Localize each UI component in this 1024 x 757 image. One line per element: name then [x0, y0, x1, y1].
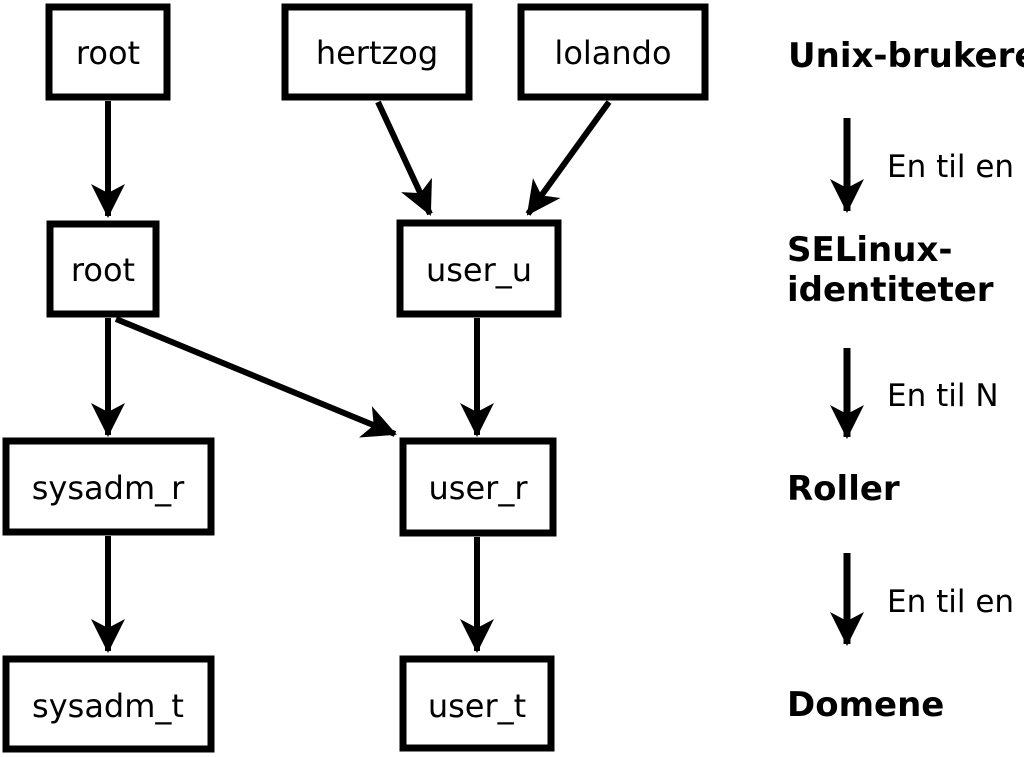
diagram-edges [91, 100, 612, 653]
node-unix-root: root [45, 3, 171, 101]
node-role-user-r-box [399, 437, 557, 537]
node-identity-root: root [46, 220, 160, 318]
node-identity-user-u-label: user_u [426, 251, 532, 289]
node-role-user-r: user_r [399, 437, 557, 537]
node-identity-user-u: user_u [396, 219, 562, 318]
edge-hertzog-to-user-u [375, 100, 433, 216]
legend-note-one-to-n: En til N [887, 378, 999, 414]
node-unix-lolando-box [517, 3, 709, 101]
node-domain-user-t: user_t [399, 655, 555, 752]
node-unix-root-label: root [76, 34, 140, 72]
node-role-sysadm-r-label: sysadm_r [32, 469, 185, 507]
node-unix-root-box [45, 3, 171, 101]
legend-selinux-identities-line2: identiteter [787, 270, 994, 310]
edge-lolando-to-user-u [525, 100, 612, 216]
legend-note-one-to-one-1: En til en [887, 149, 1014, 185]
node-domain-sysadm-t-box [2, 655, 215, 753]
node-identity-user-u-box [396, 219, 562, 318]
node-role-sysadm-r: sysadm_r [2, 437, 215, 536]
legend-column: Unix-brukere En til en SELinux- identite… [787, 36, 1024, 725]
node-domain-user-t-box [399, 655, 555, 752]
node-unix-hertzog: hertzog [281, 3, 473, 101]
node-domain-sysadm-t: sysadm_t [2, 655, 215, 753]
legend-domains: Domene [787, 685, 944, 725]
node-identity-root-box [46, 220, 160, 318]
node-unix-hertzog-box [281, 3, 473, 101]
node-domain-user-t-label: user_t [428, 687, 526, 725]
node-unix-hertzog-label: hertzog [316, 34, 438, 72]
node-unix-lolando-label: lolando [554, 34, 671, 72]
diagram-nodes: root hertzog lolando root user_u sysadm_… [2, 3, 709, 753]
legend-unix-users: Unix-brukere [788, 36, 1024, 76]
node-domain-sysadm-t-label: sysadm_t [32, 687, 184, 725]
legend-note-one-to-one-2: En til en [887, 584, 1014, 620]
node-unix-lolando: lolando [517, 3, 709, 101]
node-role-user-r-label: user_r [429, 469, 529, 507]
legend-selinux-identities-line1: SELinux- [787, 230, 952, 270]
node-identity-root-label: root [71, 251, 135, 289]
edge-root-to-user-r [114, 316, 397, 438]
legend-roles: Roller [787, 469, 900, 509]
node-role-sysadm-r-box [2, 437, 215, 536]
